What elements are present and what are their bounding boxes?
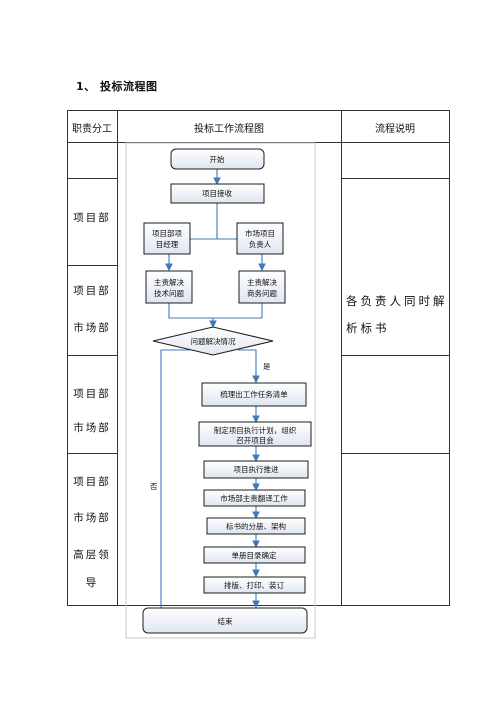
flow-table: 职责分工 投标工作流程图 流程说明 项目部 项目部 市场部 项目部 市场部 项目…	[67, 110, 450, 606]
flowchart-frame	[125, 142, 316, 639]
node-task-list	[201, 382, 307, 407]
header-description: 流程说明	[375, 124, 415, 135]
table-rule-col2	[341, 110, 342, 606]
description-line2: 析标书	[346, 321, 390, 335]
label-mkt-lead-2: 负责人	[249, 239, 272, 249]
node-catalog	[203, 546, 306, 564]
node-start	[170, 148, 265, 170]
table-rule-right	[449, 110, 450, 606]
label-end: 结束	[218, 616, 233, 626]
label-tech-1: 主责解决	[154, 277, 184, 287]
table-rule-row3	[67, 355, 117, 356]
node-execute	[203, 460, 309, 479]
node-mkt-lead	[236, 222, 284, 255]
label-execute: 项目执行推进	[234, 464, 279, 474]
label-catalog: 单册目录确定	[232, 550, 277, 560]
label-print: 排版、打印、装订	[224, 580, 284, 590]
label-translate: 市场部主责翻译工作	[220, 493, 288, 503]
role-row2-line1: 项目部	[73, 285, 111, 297]
header-roles: 职责分工	[72, 124, 112, 135]
table-rule-row4	[67, 453, 117, 454]
section-heading: 1、 投标流程图	[76, 80, 158, 93]
node-print	[203, 576, 306, 594]
node-end	[142, 607, 308, 634]
label-yes: 是	[263, 362, 271, 371]
table-rule-top	[67, 110, 450, 111]
label-plan-1: 制定项目执行计划，组织	[214, 425, 297, 435]
label-mkt-lead-1: 市场项目	[245, 228, 275, 238]
node-biz	[238, 270, 286, 304]
label-pm-lead-1: 项目部项	[152, 228, 182, 238]
table-rule-row2	[67, 265, 117, 266]
node-translate	[203, 489, 306, 507]
table-rule-row1-left	[67, 178, 117, 179]
table-rule-row3-right	[341, 355, 450, 356]
label-no: 否	[150, 482, 158, 491]
role-row4-line2: 市场部	[73, 512, 111, 524]
node-tech	[145, 270, 193, 304]
label-decision: 问题解决情况	[191, 336, 236, 346]
role-row3-line2: 市场部	[73, 422, 111, 434]
label-tech-2: 技术问题	[154, 288, 184, 298]
role-row1-line1: 项目部	[73, 212, 111, 224]
node-plan	[198, 421, 312, 447]
label-biz-1: 主责解决	[247, 277, 277, 287]
role-row2-line2: 市场部	[73, 322, 111, 334]
connector-decision-yes	[238, 349, 257, 382]
label-split: 标书的分册、架构	[226, 521, 286, 531]
label-start: 开始	[210, 154, 225, 164]
node-pm-lead	[143, 222, 191, 255]
table-rule-col1	[117, 110, 118, 606]
role-row4-line3: 高层领	[73, 549, 111, 561]
label-plan-2: 召开项目会	[236, 435, 274, 445]
role-row4-line1: 项目部	[73, 476, 111, 488]
label-pm-lead-2: 目经理	[156, 239, 179, 249]
connector-tech-down	[168, 303, 213, 319]
role-row3-line1: 项目部	[73, 388, 111, 400]
table-rule-row4-right	[341, 453, 450, 454]
role-row4-line4: 导	[85, 577, 99, 589]
arrow-no-to-end	[160, 349, 190, 620]
description-line1: 各负责人同时解	[346, 294, 448, 308]
node-decision	[152, 326, 274, 356]
node-split	[206, 517, 306, 535]
table-rule-row1-right	[341, 178, 450, 179]
label-task-list: 梳理出工作任务清单	[220, 389, 288, 399]
label-biz-2: 商务问题	[247, 288, 277, 298]
connector-biz-down	[213, 303, 263, 319]
label-receive: 项目接收	[202, 188, 232, 198]
header-flowchart: 投标工作流程图	[194, 124, 264, 135]
table-rule-left	[67, 110, 68, 606]
node-receive	[170, 183, 265, 204]
